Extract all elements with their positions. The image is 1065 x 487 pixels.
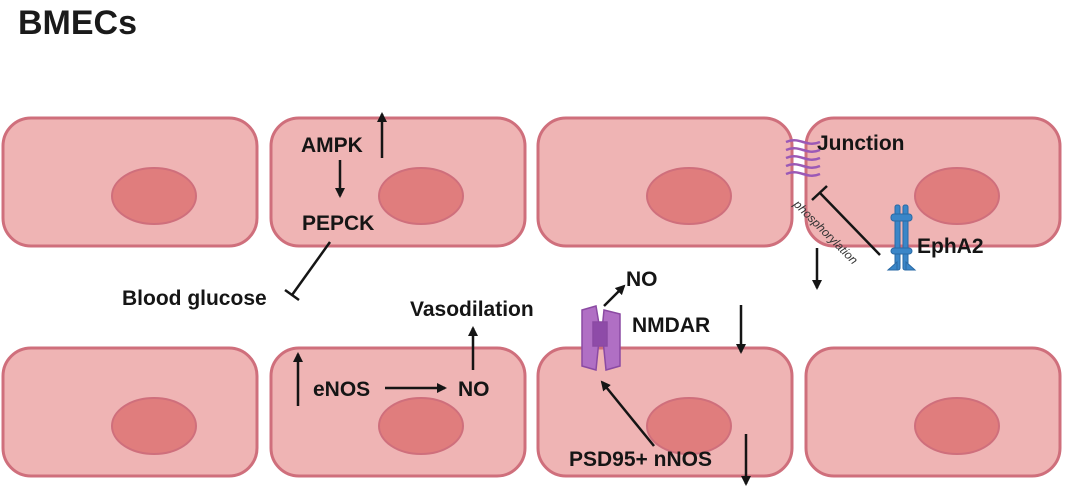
inhibit-pepck-glucose <box>290 241 332 296</box>
label-epha2: EphA2 <box>917 235 984 258</box>
cell-bottom-4 <box>804 346 1062 478</box>
label-pepck: PEPCK <box>302 212 374 235</box>
cell-top-2 <box>269 116 527 248</box>
nmdar-channel-icon <box>581 305 621 371</box>
label-ampk: AMPK <box>301 134 363 157</box>
junction-protein-icon <box>785 139 821 177</box>
arrow-nmdar-to-no <box>603 284 626 307</box>
cell-top-4 <box>804 116 1062 248</box>
epha2-receptor-icon <box>886 204 917 271</box>
label-vasodilation: Vasodilation <box>410 298 534 321</box>
cell-top-3 <box>536 116 794 248</box>
inhibit-bar-glucose <box>284 288 300 302</box>
label-blood-glucose: Blood glucose <box>122 287 267 310</box>
figure-title: BMECs <box>18 4 138 42</box>
cell-bottom-2 <box>269 346 527 478</box>
cell-bottom-1 <box>1 346 259 478</box>
cell-bottom-3 <box>536 346 794 478</box>
label-no-mid: NO <box>458 378 490 401</box>
label-nmdar: NMDAR <box>632 314 710 337</box>
arrow-psd95-to-nmdar <box>600 380 655 447</box>
cell-top-1 <box>1 116 259 248</box>
label-enos: eNOS <box>313 378 370 401</box>
label-no-top: NO <box>626 268 658 291</box>
label-junction: Junction <box>817 132 905 155</box>
inhibit-bar-junction <box>811 185 828 201</box>
inhibit-epha2-junction <box>819 192 881 256</box>
label-psd95-nnos: PSD95+ nNOS <box>569 448 712 471</box>
